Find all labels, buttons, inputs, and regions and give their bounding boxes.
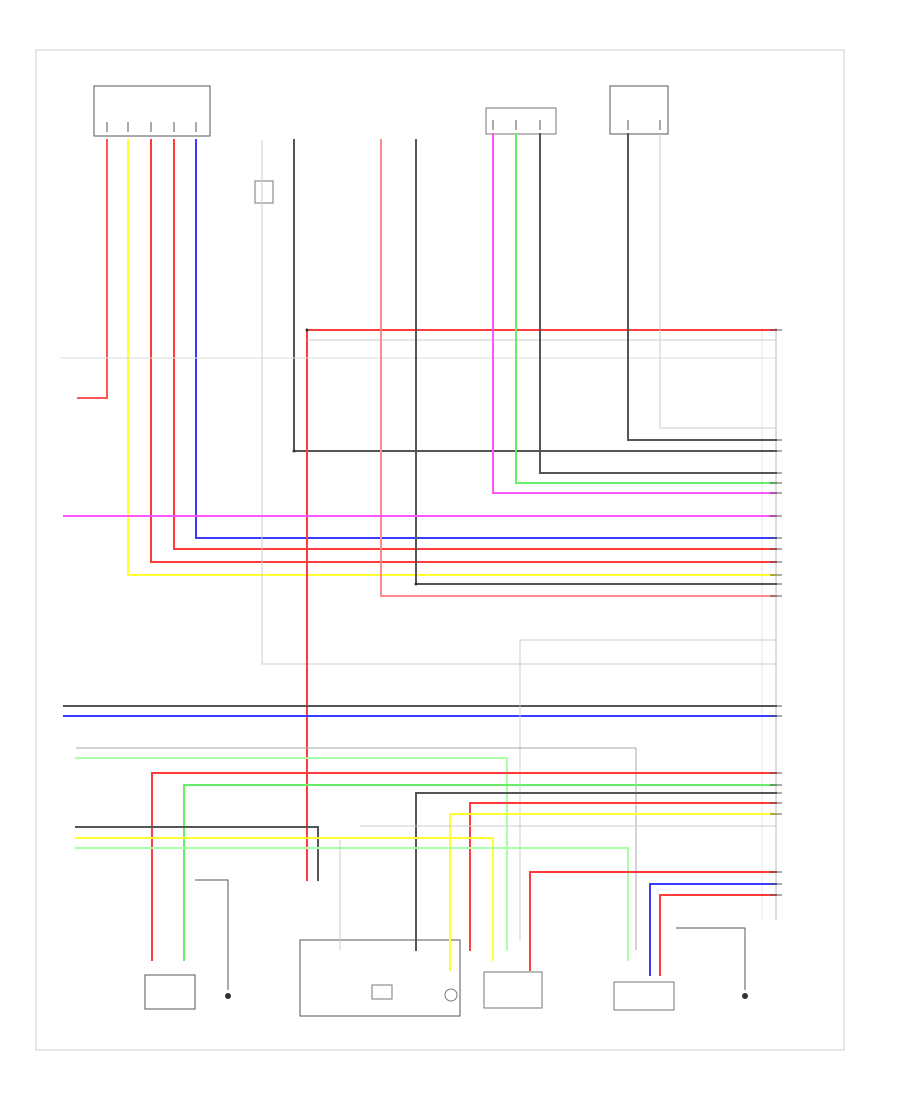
diagram-frame	[35, 49, 845, 1051]
splice-dots	[292, 328, 418, 586]
wire-v-4	[173, 139, 777, 550]
component-top-left	[93, 85, 211, 137]
component-bottom-center-inner	[371, 984, 393, 1000]
ground-right-icon	[742, 993, 748, 999]
wire-v-11	[515, 133, 777, 484]
wire-v-1	[77, 139, 108, 399]
wire-h-lower-lightgreen	[75, 757, 508, 951]
wire-h-lower-gray	[76, 747, 637, 950]
wire-v-7	[293, 139, 777, 452]
wire-v-9	[415, 139, 777, 585]
component-top-small	[254, 180, 274, 204]
wire-v-6	[261, 140, 776, 665]
component-top-right	[609, 85, 669, 135]
wire-v-12	[539, 133, 777, 474]
wire-h-lower-yellow-2	[75, 837, 494, 961]
wire-v-10	[492, 133, 777, 494]
wire-h-lower-lightgreen-2	[75, 847, 629, 961]
ground-left-icon	[225, 993, 231, 999]
wire-v-8	[380, 139, 777, 597]
component-top-center-right	[485, 107, 557, 135]
wire-h-lower-dark-2	[75, 826, 319, 881]
component-bottom-center-right	[483, 971, 543, 1009]
right-connector-ticks	[770, 329, 782, 896]
wire-bl-ground	[195, 879, 229, 990]
component-bottom-center	[299, 939, 461, 1017]
wire-v-14	[659, 134, 776, 429]
wire-br-ground	[676, 927, 746, 990]
wire-v-5	[195, 139, 777, 539]
top-component-pins	[106, 120, 661, 132]
component-bottom-right	[613, 981, 675, 1011]
component-bottom-left	[144, 974, 196, 1010]
component-bottom-center-circle	[444, 988, 458, 1002]
wire-v-13	[627, 133, 777, 441]
wire-v-2	[127, 139, 777, 576]
wire-v-3	[150, 139, 777, 563]
